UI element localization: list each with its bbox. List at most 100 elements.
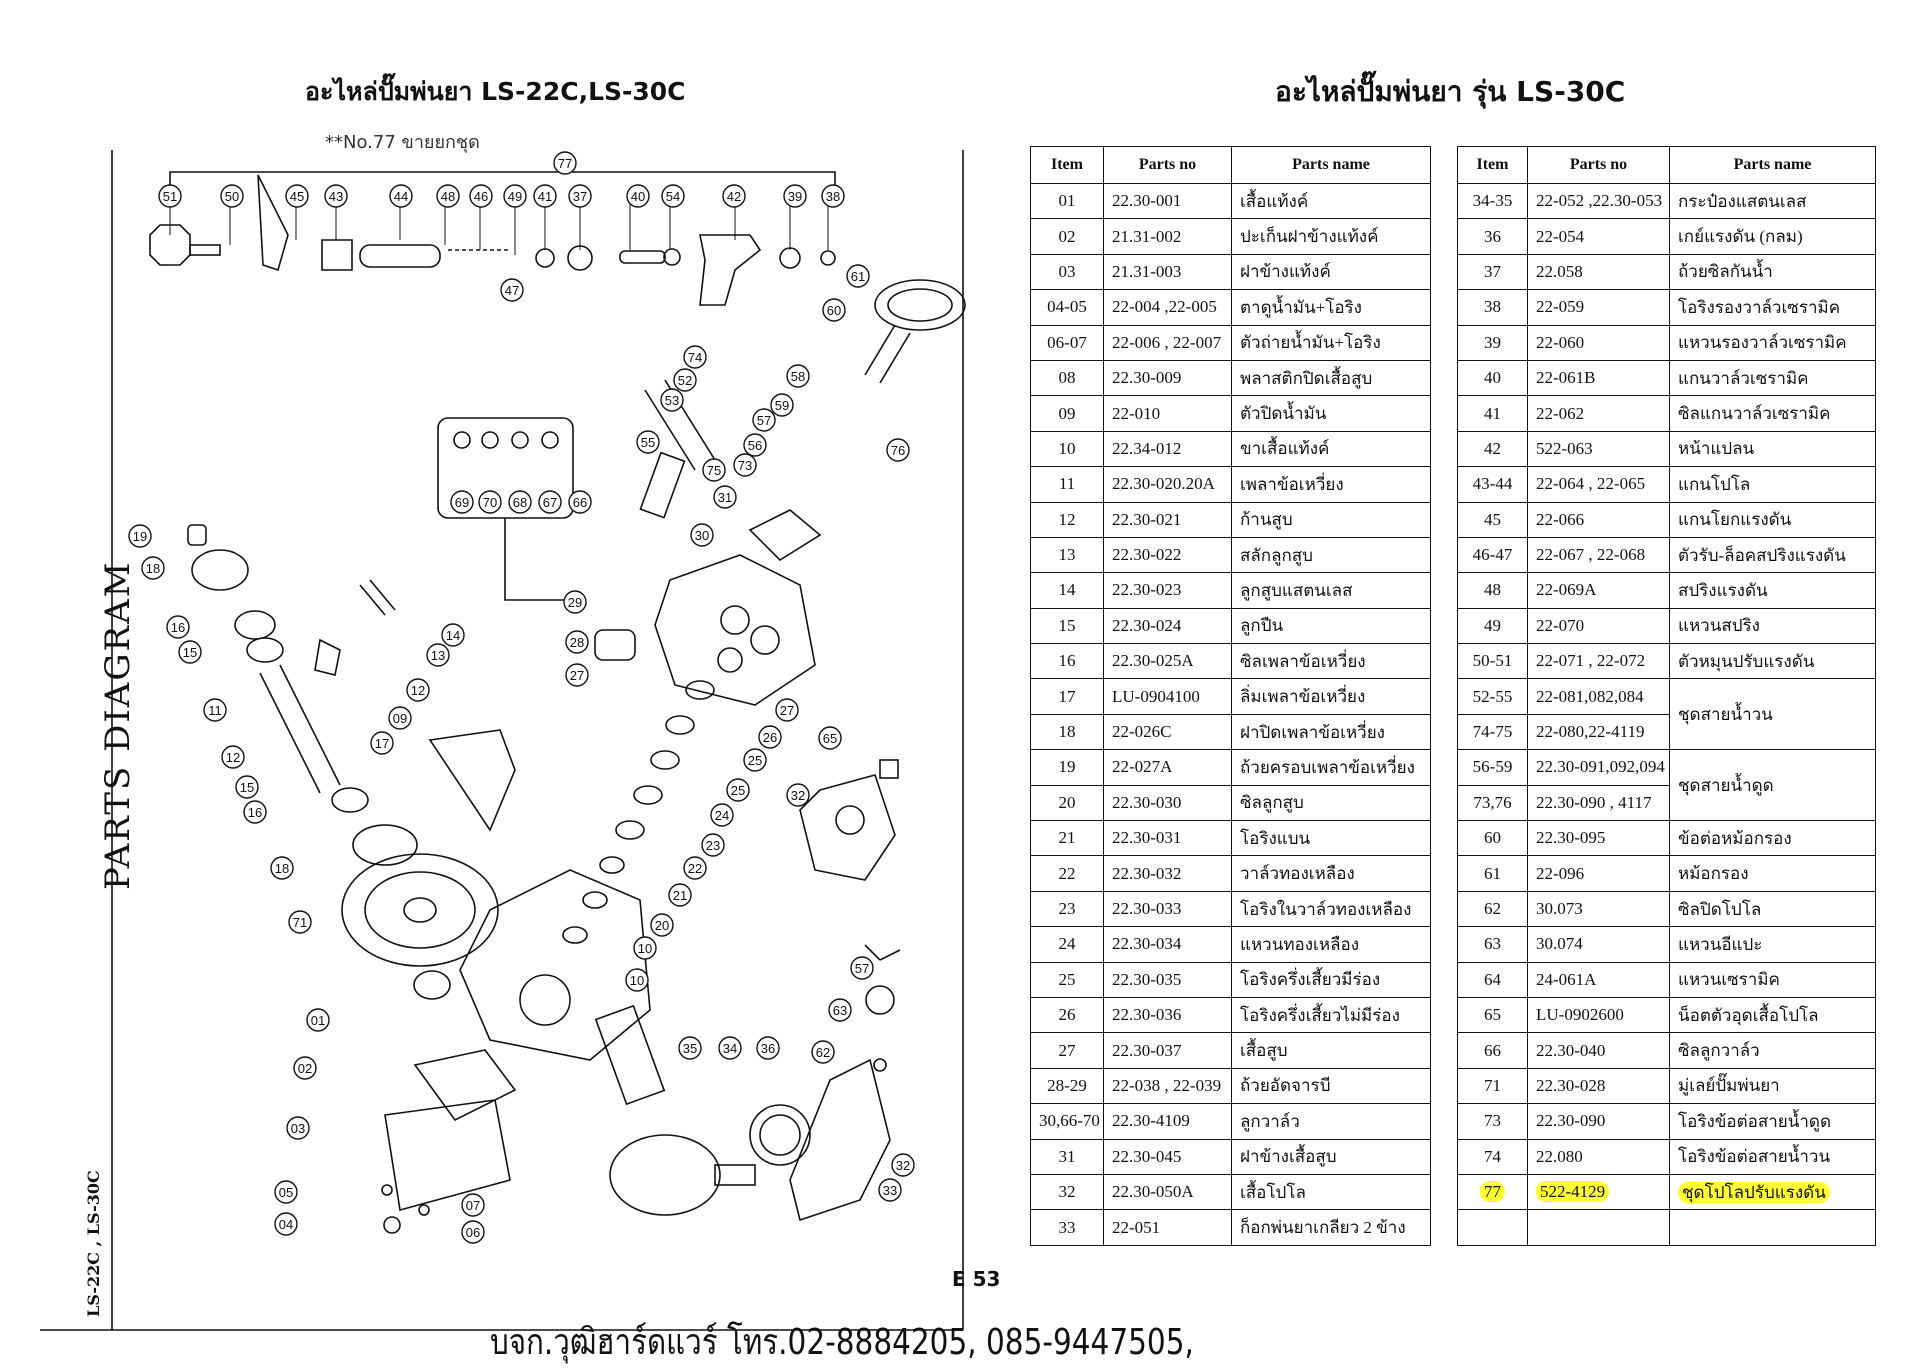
svg-text:14: 14 xyxy=(446,628,460,643)
item-cell: 24 xyxy=(1030,926,1104,963)
svg-text:69: 69 xyxy=(455,495,469,510)
parts-name-cell: หน้าแปลน xyxy=(1669,430,1876,468)
svg-text:75: 75 xyxy=(707,463,721,478)
parts-name-cell: ก็อกพ่นยาเกลียว 2 ข้าง xyxy=(1231,1209,1431,1246)
parts-name-cell: ลิ่มเพลาข้อเหวี่ยง xyxy=(1231,678,1431,715)
svg-text:52: 52 xyxy=(678,373,692,388)
svg-text:51: 51 xyxy=(163,189,177,204)
parts-name-cell: สลักลูกสูบ xyxy=(1231,536,1431,574)
item-cell: 40 xyxy=(1457,359,1528,397)
parts-no-cell: 22.058 xyxy=(1527,253,1670,291)
svg-text:25: 25 xyxy=(748,753,762,768)
svg-text:36: 36 xyxy=(761,1041,775,1056)
parts-no-cell: 22.30-090 xyxy=(1527,1103,1670,1140)
svg-text:03: 03 xyxy=(291,1121,305,1136)
item-cell: 56-59 xyxy=(1457,749,1528,786)
header-parts-no: Parts no xyxy=(1103,146,1232,184)
item-cell: 27 xyxy=(1030,1032,1104,1069)
parts-no-cell: 22-062 xyxy=(1527,395,1670,432)
parts-name-cell: ขาเสื้อแท้งค์ xyxy=(1231,430,1431,468)
item-cell: 41 xyxy=(1457,395,1528,432)
item-cell: 17 xyxy=(1030,678,1104,715)
parts-no-cell: 22-070 xyxy=(1527,607,1670,645)
svg-text:05: 05 xyxy=(279,1185,293,1200)
svg-text:29: 29 xyxy=(568,595,582,610)
header-item: Item xyxy=(1457,146,1528,184)
svg-text:35: 35 xyxy=(683,1041,697,1056)
parts-diagram-label: PARTS DIAGRAM xyxy=(98,560,138,890)
parts-name-cell: ลูกวาล์ว xyxy=(1231,1103,1431,1140)
parts-no-cell: 22.30-040 xyxy=(1527,1032,1670,1069)
svg-text:26: 26 xyxy=(763,730,777,745)
right-title: อะไหล่ปั๊มพ่นยา รุ่น LS-30C xyxy=(1275,75,1626,108)
svg-text:30: 30 xyxy=(695,528,709,543)
parts-no-cell: 21.31-002 xyxy=(1103,218,1232,255)
parts-name-cell: ซิลลูกวาล์ว xyxy=(1669,1032,1876,1069)
parts-no-cell: LU-0902600 xyxy=(1527,996,1670,1034)
parts-no-cell: 30.073 xyxy=(1527,890,1670,928)
parts-name-cell: โอริงครึ่งเสี้ยวมีร่อง xyxy=(1231,961,1431,998)
svg-text:76: 76 xyxy=(891,443,905,458)
parts-no-cell: 22-026C xyxy=(1103,713,1232,751)
parts-name-cell: แหวนเซรามิค xyxy=(1669,961,1876,998)
item-cell: 22 xyxy=(1030,855,1104,892)
svg-text:10: 10 xyxy=(638,941,652,956)
parts-no-cell: 22.30-028 xyxy=(1527,1067,1670,1105)
item-cell: 37 xyxy=(1457,253,1528,291)
parts-name-cell: น็อตตัวอุดเสื้อโปโล xyxy=(1669,996,1876,1034)
item-cell: 74-75 xyxy=(1457,713,1528,751)
parts-no-cell: 22-081,082,084 xyxy=(1527,678,1670,715)
svg-text:61: 61 xyxy=(851,269,865,284)
item-cell: 77 xyxy=(1457,1173,1528,1211)
svg-text:71: 71 xyxy=(293,915,307,930)
svg-text:59: 59 xyxy=(775,398,789,413)
svg-text:67: 67 xyxy=(543,495,557,510)
parts-no-cell: 21.31-003 xyxy=(1103,253,1232,291)
svg-text:11: 11 xyxy=(208,703,222,718)
item-cell: 28-29 xyxy=(1030,1067,1104,1105)
parts-name-cell: ซิลลูกสูบ xyxy=(1231,784,1431,822)
parts-name-cell: แกนวาล์วเซรามิค xyxy=(1669,359,1876,397)
table-header-row: Item Parts no Parts name xyxy=(1457,146,1876,184)
parts-name-cell: ถ้วยครอบเพลาข้อเหวี่ยง xyxy=(1231,749,1431,786)
svg-text:22: 22 xyxy=(688,861,702,876)
svg-text:19: 19 xyxy=(133,529,147,544)
svg-text:12: 12 xyxy=(226,750,240,765)
svg-text:17: 17 xyxy=(375,736,389,751)
item-cell: 36 xyxy=(1457,218,1528,255)
parts-name-cell: ตัวปิดน้ำมัน xyxy=(1231,395,1431,432)
parts-name-cell: เสื้อโปโล xyxy=(1231,1173,1431,1211)
parts-no-cell: 22.30-024 xyxy=(1103,607,1232,645)
svg-text:56: 56 xyxy=(748,438,762,453)
parts-name-cell: แกนโยกแรงดัน xyxy=(1669,501,1876,538)
svg-text:10: 10 xyxy=(630,973,644,988)
parts-no-cell: 22-006 , 22-007 xyxy=(1103,324,1232,361)
parts-no-cell: 22-067 , 22-068 xyxy=(1527,536,1670,574)
svg-text:18: 18 xyxy=(275,861,289,876)
parts-name-cell: พลาสติกปิดเสื้อสูบ xyxy=(1231,359,1431,397)
parts-no-cell: 22.30-025A xyxy=(1103,643,1232,680)
parts-name-cell: ข้อต่อหม้อกรอง xyxy=(1669,820,1876,857)
parts-no-cell: 22.30-030 xyxy=(1103,784,1232,822)
